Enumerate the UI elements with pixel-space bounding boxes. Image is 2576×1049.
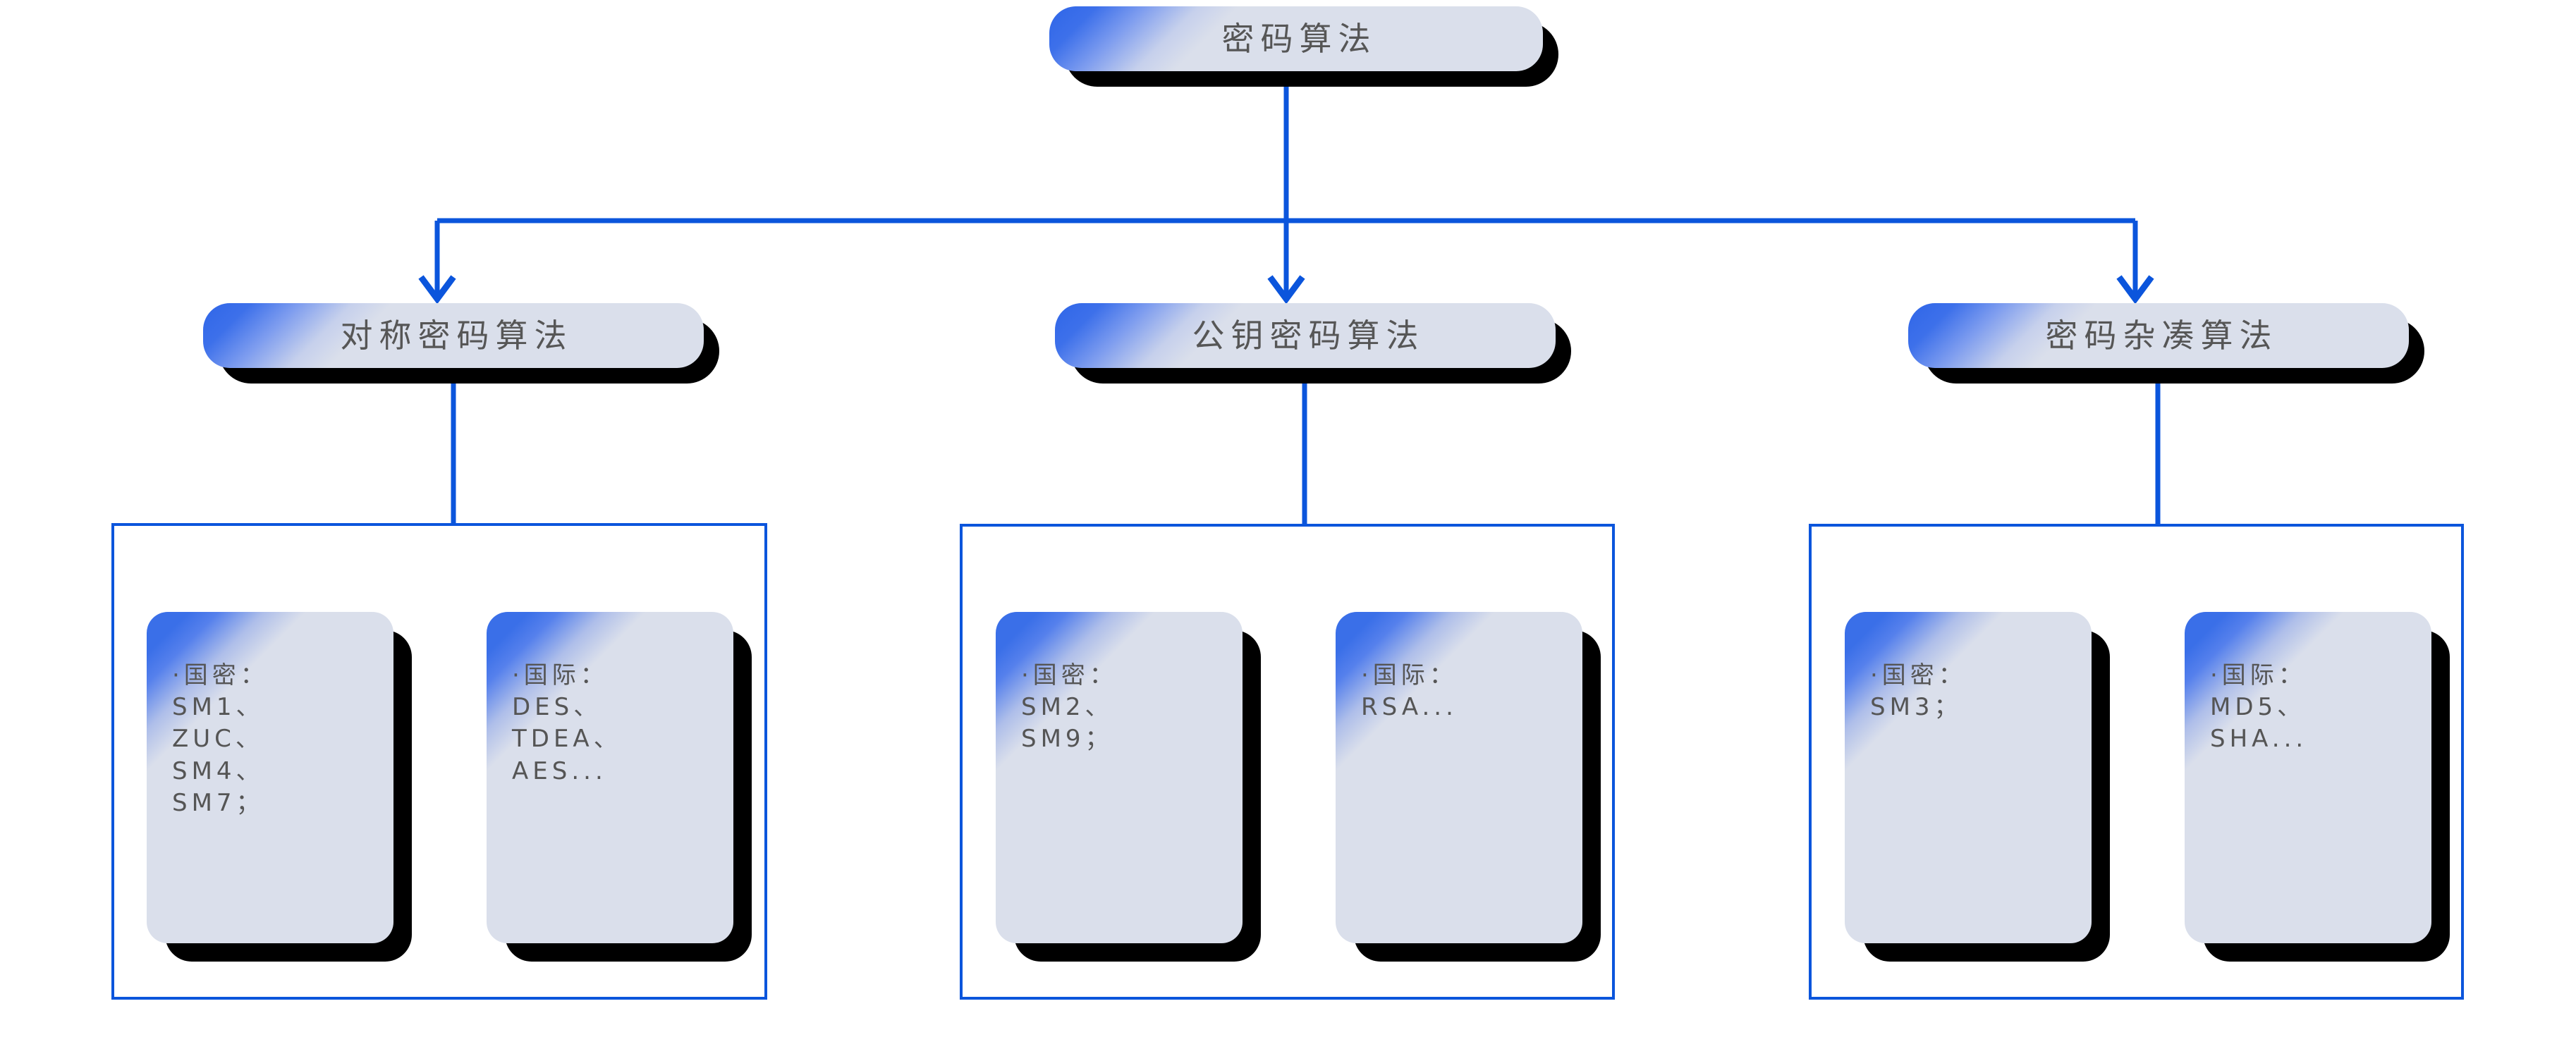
leaf-card-symmetric-domestic-text: ·国密： SM1、 ZUC、 SM4、 SM7； bbox=[172, 661, 269, 817]
node-root-face: 密码算法 bbox=[1049, 6, 1543, 71]
group-frame-hash bbox=[1809, 524, 2464, 1000]
leaf-card-hash-international-face: ·国际： MD5、 SHA... bbox=[2185, 612, 2431, 943]
leaf-card-hash-domestic[interactable]: ·国密： SM3； bbox=[1845, 612, 2110, 962]
leaf-card-hash-international-text: ·国际： MD5、 SHA... bbox=[2210, 661, 2308, 754]
leaf-card-public-key-domestic-face: ·国密： SM2、 SM9； bbox=[996, 612, 1243, 943]
leaf-card-symmetric-international-text: ·国际： DES、 TDEA、 AES... bbox=[512, 661, 622, 785]
group-frame-symmetric bbox=[111, 523, 767, 1000]
leaf-card-public-key-international[interactable]: ·国际： RSA... bbox=[1336, 612, 1601, 962]
leaf-card-public-key-international-text: ·国际： RSA... bbox=[1361, 661, 1458, 722]
leaf-card-public-key-domestic[interactable]: ·国密： SM2、 SM9； bbox=[996, 612, 1261, 962]
node-branch-hash[interactable]: 密码杂凑算法 bbox=[1908, 303, 2424, 384]
leaf-card-symmetric-domestic-face: ·国密： SM1、 ZUC、 SM4、 SM7； bbox=[147, 612, 393, 943]
node-branch-public-key-face: 公钥密码算法 bbox=[1055, 303, 1556, 368]
node-root-label: 密码算法 bbox=[1221, 20, 1377, 58]
node-branch-symmetric-face: 对称密码算法 bbox=[203, 303, 704, 368]
node-branch-public-key[interactable]: 公钥密码算法 bbox=[1055, 303, 1571, 384]
node-branch-hash-face: 密码杂凑算法 bbox=[1908, 303, 2409, 368]
arrow-head-branch-1 bbox=[418, 275, 456, 305]
leaf-card-hash-domestic-text: ·国密： SM3； bbox=[1870, 661, 1967, 722]
node-branch-public-key-label: 公钥密码算法 bbox=[1192, 317, 1425, 355]
node-root[interactable]: 密码算法 bbox=[1049, 6, 1558, 87]
arrow-head-branch-3 bbox=[2116, 275, 2154, 305]
node-branch-hash-label: 密码杂凑算法 bbox=[2045, 317, 2278, 355]
leaf-card-hash-domestic-face: ·国密： SM3； bbox=[1845, 612, 2092, 943]
leaf-card-symmetric-domestic[interactable]: ·国密： SM1、 ZUC、 SM4、 SM7； bbox=[147, 612, 412, 962]
leaf-card-symmetric-international-face: ·国际： DES、 TDEA、 AES... bbox=[487, 612, 733, 943]
node-branch-symmetric[interactable]: 对称密码算法 bbox=[203, 303, 719, 384]
leaf-card-public-key-domestic-text: ·国密： SM2、 SM9； bbox=[1021, 661, 1118, 754]
leaf-card-public-key-international-face: ·国际： RSA... bbox=[1336, 612, 1582, 943]
node-branch-symmetric-label: 对称密码算法 bbox=[340, 317, 573, 355]
leaf-card-symmetric-international[interactable]: ·国际： DES、 TDEA、 AES... bbox=[487, 612, 752, 962]
leaf-card-hash-international[interactable]: ·国际： MD5、 SHA... bbox=[2185, 612, 2450, 962]
group-frame-public-key bbox=[960, 524, 1615, 1000]
arrow-head-branch-2 bbox=[1267, 275, 1305, 305]
